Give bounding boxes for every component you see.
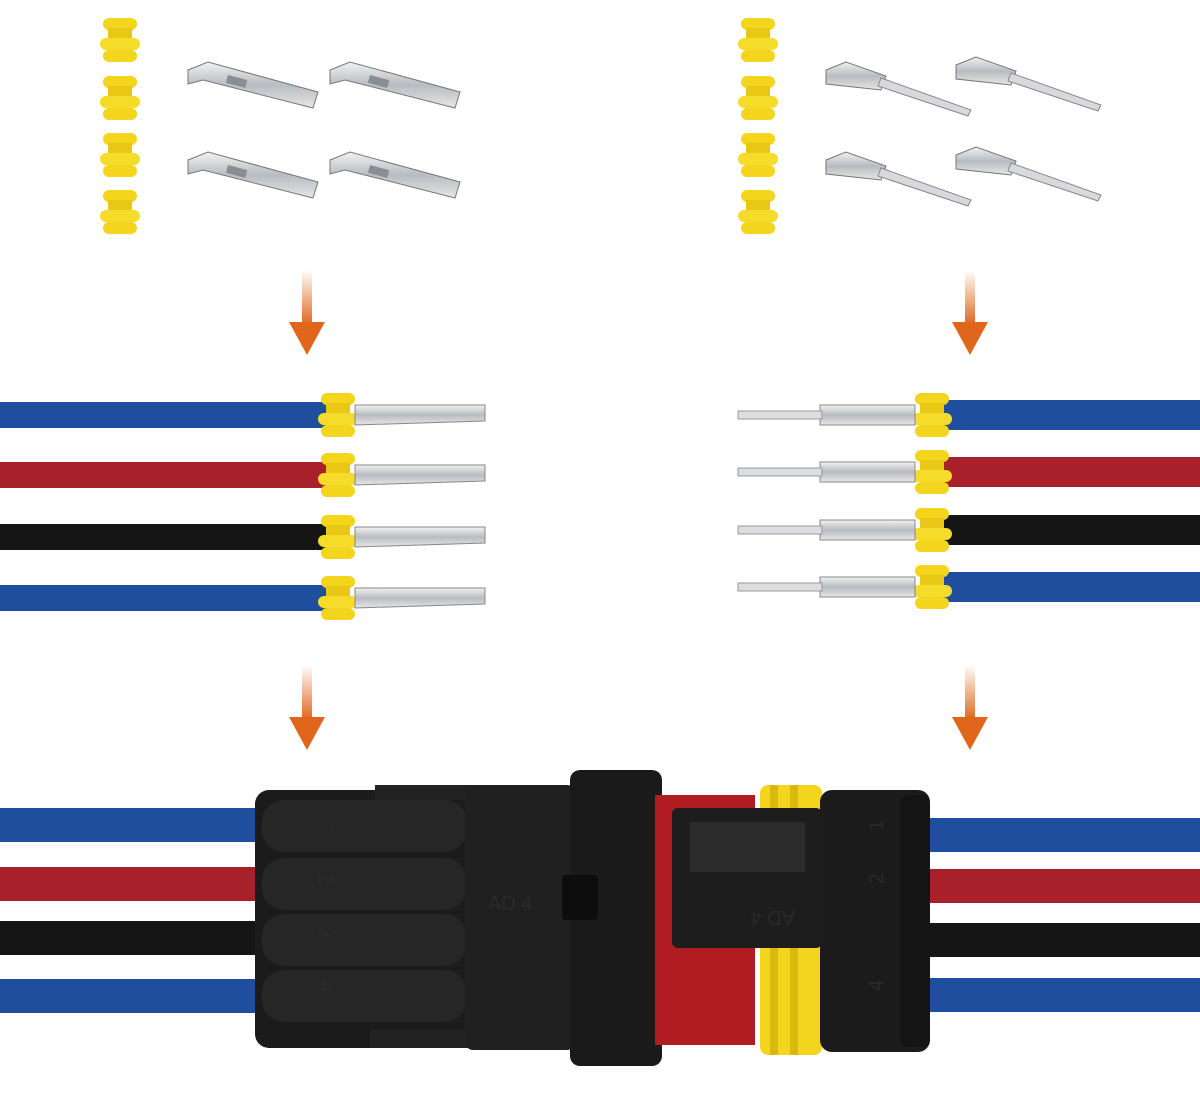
female-terminal <box>354 587 486 609</box>
male-pin <box>819 519 916 541</box>
svg-text:2: 2 <box>866 873 888 884</box>
male-pins <box>825 56 1102 207</box>
seal <box>318 453 358 497</box>
pin-tip <box>737 525 823 535</box>
seal <box>318 393 358 437</box>
svg-text:1: 1 <box>314 821 336 832</box>
wire <box>0 462 330 488</box>
svg-text:1: 1 <box>866 820 888 831</box>
seal <box>318 576 358 620</box>
female-terminal <box>354 404 486 426</box>
seal <box>912 450 952 494</box>
pin-tip <box>737 410 823 420</box>
wire <box>0 921 262 955</box>
bottom-wires <box>0 808 1200 1013</box>
wire <box>0 808 262 842</box>
left-seals <box>100 18 140 234</box>
pin-tip <box>737 582 823 592</box>
wire <box>925 978 1200 1012</box>
wire <box>940 400 1200 430</box>
arrow-down-icon <box>289 665 325 750</box>
arrow-down-icon <box>952 270 988 355</box>
arrow-down-icon <box>289 270 325 355</box>
arrow-down-icon <box>952 665 988 750</box>
pin-numbers-right: 1 2 4 <box>866 820 888 991</box>
svg-text:4: 4 <box>314 981 336 992</box>
wire <box>940 572 1200 602</box>
wire <box>925 869 1200 903</box>
wire <box>925 923 1200 957</box>
svg-text:4: 4 <box>866 980 888 991</box>
svg-text:2: 2 <box>314 874 336 885</box>
wire <box>0 867 262 901</box>
seal <box>912 565 952 609</box>
connector-male-housing <box>655 785 930 1055</box>
wire <box>0 585 330 611</box>
seal <box>912 508 952 552</box>
seal <box>318 515 358 559</box>
wire <box>0 979 262 1013</box>
pin-tip <box>737 467 823 477</box>
wire <box>940 515 1200 545</box>
pin-numbers-left: 1 2 3 4 <box>314 821 336 992</box>
svg-text:3: 3 <box>314 927 336 938</box>
connector-female-housing <box>255 770 662 1066</box>
connector-marking: AD 4 <box>488 893 532 915</box>
wire <box>925 818 1200 852</box>
wire <box>0 524 330 550</box>
seal <box>912 393 952 437</box>
right-crimped-wires <box>737 393 1200 609</box>
wire <box>940 457 1200 487</box>
connector-marking-mirrored: AD 4 <box>751 906 795 928</box>
wire <box>0 402 330 428</box>
female-terminal <box>354 526 486 548</box>
female-terminals <box>187 61 461 199</box>
right-seals <box>738 18 778 234</box>
female-terminal <box>354 464 486 486</box>
male-pin <box>819 576 916 598</box>
male-pin <box>819 461 916 483</box>
left-crimped-wires <box>0 393 486 620</box>
male-pin <box>819 404 916 426</box>
